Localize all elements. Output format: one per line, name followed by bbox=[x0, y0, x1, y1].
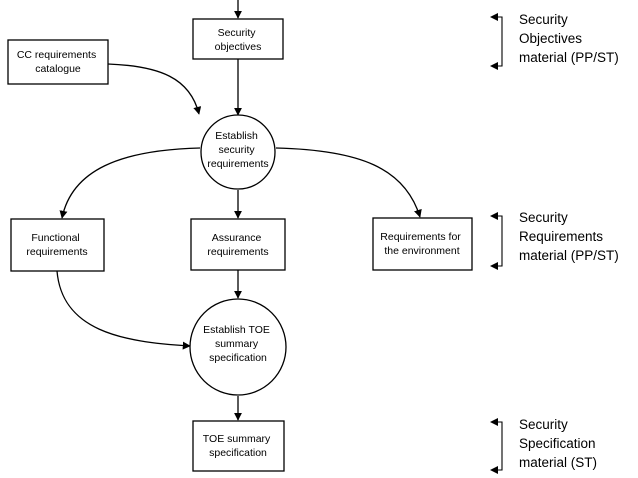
node-requirements-for-environment: Requirements for the environment bbox=[372, 217, 473, 271]
svg-text:Establish security: Establish security requirements bbox=[207, 130, 268, 170]
node-line: Assurance bbox=[212, 232, 262, 244]
bracket-requirements bbox=[492, 215, 503, 267]
svg-text:Assurance requirements: Assurance requirements bbox=[207, 232, 268, 258]
bracket-arrow-icon bbox=[490, 466, 498, 474]
node-functional-requirements: Functional requirements bbox=[10, 218, 105, 272]
bracket-arrow-icon bbox=[490, 13, 498, 21]
svg-text:Functional requirements: Functional requirements bbox=[26, 232, 87, 258]
node-line: objectives bbox=[215, 41, 262, 53]
bracket-arrow-icon bbox=[490, 262, 498, 270]
node-line: requirements bbox=[26, 246, 87, 258]
side-label-line: Specification bbox=[519, 436, 596, 451]
side-label-line: Objectives bbox=[519, 31, 582, 46]
node-line: summary bbox=[215, 338, 259, 350]
side-label-line: Security bbox=[519, 210, 568, 225]
node-line: CC requirements bbox=[17, 49, 96, 61]
node-toe-summary-specification: TOE summary specification bbox=[192, 420, 285, 472]
bracket-objectives bbox=[492, 16, 503, 67]
node-security-objectives: Security objectives bbox=[192, 18, 284, 60]
svg-text:CC requirements catalogu: CC requirements catalogue bbox=[17, 49, 99, 75]
side-label-line: material (ST) bbox=[519, 455, 597, 470]
svg-text:Establish TOE summary: Establish TOE summary specification bbox=[203, 324, 273, 364]
arrow-establish-to-functional bbox=[59, 147, 201, 219]
node-line: Establish bbox=[215, 130, 258, 142]
node-establish-toe-summary: Establish TOE summary specification bbox=[189, 298, 287, 396]
node-line: Establish TOE bbox=[203, 324, 270, 336]
node-line: specification bbox=[209, 352, 267, 364]
bracket-specification bbox=[492, 421, 503, 471]
node-cc-requirements-catalogue: CC requirements catalogue bbox=[7, 39, 109, 85]
node-establish-security-requirements: Establish security requirements bbox=[200, 114, 276, 190]
node-line: Functional bbox=[31, 232, 79, 244]
side-label-line: material (PP/ST) bbox=[519, 50, 619, 65]
node-line: the environment bbox=[384, 245, 459, 257]
side-label-objectives: Security Objectives material (PP/ST) bbox=[519, 12, 619, 65]
node-assurance-requirements: Assurance requirements bbox=[190, 218, 286, 271]
node-line: specification bbox=[209, 447, 267, 459]
side-label-requirements: Security Requirements material (PP/ST) bbox=[519, 210, 619, 263]
side-label-specification: Security Specification material (ST) bbox=[519, 417, 599, 470]
side-label-line: Security bbox=[519, 417, 568, 432]
side-label-line: Security bbox=[519, 12, 568, 27]
bracket-arrow-icon bbox=[490, 212, 498, 220]
side-label-line: material (PP/ST) bbox=[519, 248, 619, 263]
svg-text:Security objectives: Security objectives bbox=[215, 27, 262, 53]
arrow-functional-to-toe bbox=[56, 270, 191, 350]
bracket-arrow-icon bbox=[490, 62, 498, 70]
svg-text:Requirements for the env: Requirements for the environment bbox=[380, 231, 463, 257]
node-line: Security bbox=[218, 27, 257, 39]
bracket-arrow-icon bbox=[490, 418, 498, 426]
svg-text:TOE summary specificatio: TOE summary specification bbox=[203, 433, 273, 459]
node-line: security bbox=[218, 144, 255, 156]
node-line: TOE summary bbox=[203, 433, 271, 445]
side-label-line: Requirements bbox=[519, 229, 603, 244]
arrow-establish-to-environment bbox=[275, 147, 422, 218]
node-line: catalogue bbox=[35, 63, 81, 75]
arrow-catalogue-to-establish bbox=[107, 63, 202, 115]
node-line: Requirements for bbox=[380, 231, 461, 243]
node-line: requirements bbox=[207, 158, 268, 170]
node-line: requirements bbox=[207, 246, 268, 258]
